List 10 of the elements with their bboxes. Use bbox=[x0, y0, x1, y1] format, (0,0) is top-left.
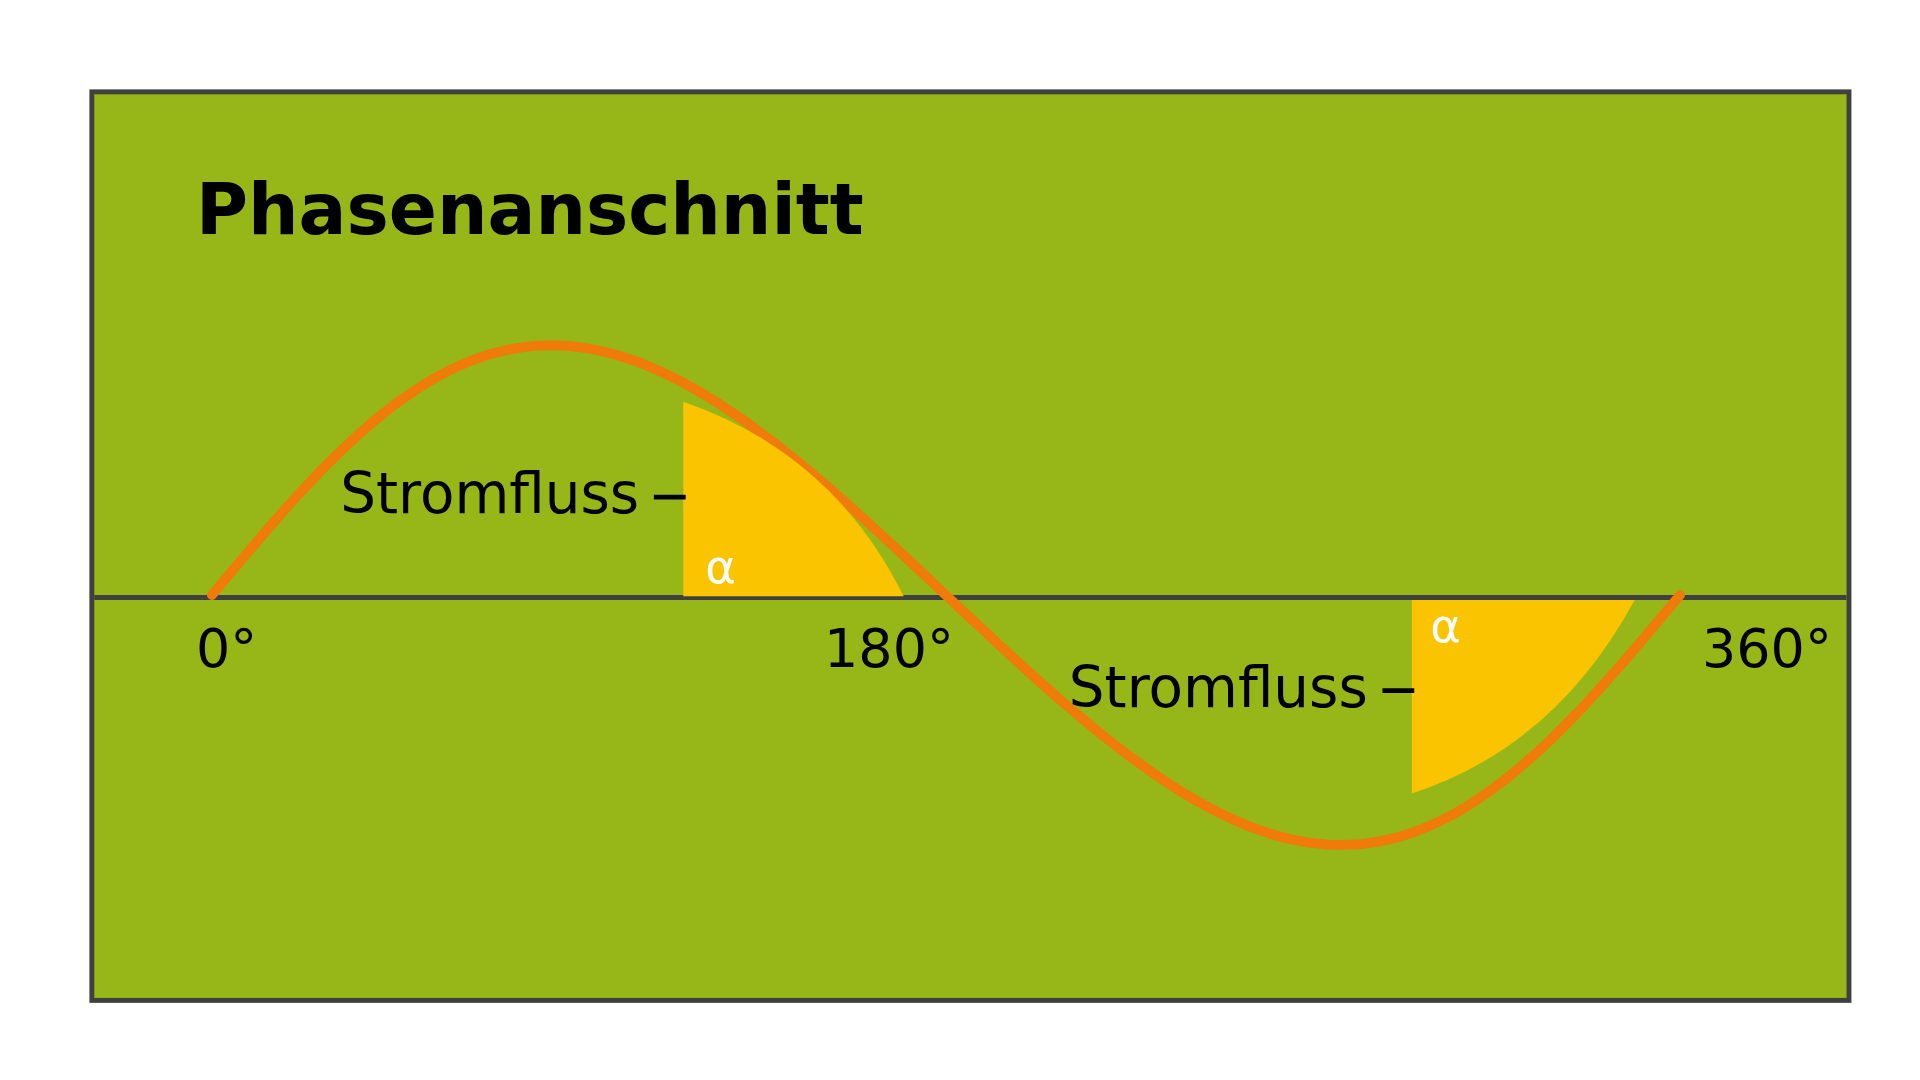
axis-tick-label: 180° bbox=[824, 622, 954, 676]
leader-line bbox=[653, 494, 686, 500]
leader-line bbox=[1382, 688, 1415, 694]
axis-tick-label: 360° bbox=[1702, 622, 1832, 676]
angle-label: α bbox=[705, 543, 736, 591]
diagram-title: Phasenanschnitt bbox=[195, 173, 864, 245]
annotation-text: Stromfluss bbox=[340, 465, 640, 522]
annotation-text: Stromfluss bbox=[1068, 658, 1368, 716]
axis-tick-label: 0° bbox=[195, 622, 258, 676]
angle-label: α bbox=[1430, 602, 1461, 649]
